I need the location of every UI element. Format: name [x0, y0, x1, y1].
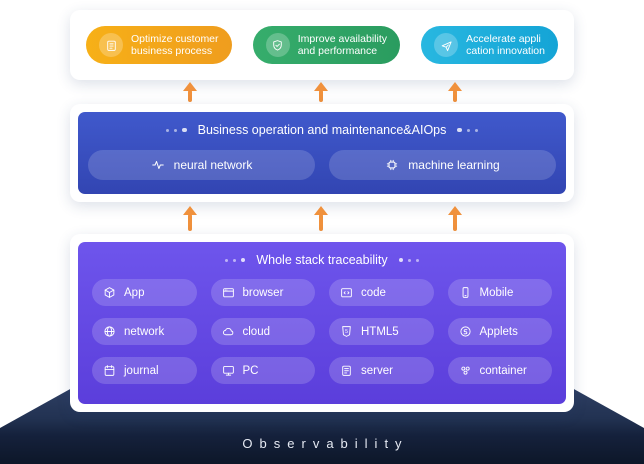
aiops-item-label: neural network: [173, 158, 253, 172]
trace-item-label: container: [479, 364, 527, 377]
up-arrow-icon: [314, 206, 328, 232]
up-arrow-icon: [183, 206, 197, 232]
trace-item-app: App: [92, 279, 197, 306]
up-arrow-icon: [183, 82, 197, 103]
browser-icon: [222, 286, 235, 299]
network-globe-icon: [103, 325, 116, 338]
up-arrow-icon: [314, 82, 328, 103]
outcomes-card: Optimize customer business process Impro…: [70, 10, 574, 80]
decorative-dots-right: [457, 127, 478, 133]
arrow-row-lower: [0, 206, 644, 232]
outcome-label: Optimize customer business process: [131, 32, 219, 58]
machine-learning-icon: [385, 158, 399, 172]
trace-item-label: cloud: [242, 325, 271, 338]
trace-title-row: Whole stack traceability: [78, 242, 566, 267]
aiops-item-neural-network: neural network: [88, 150, 315, 180]
cloud-icon: [222, 325, 235, 338]
rocket-icon: [434, 33, 459, 57]
trace-item-network: network: [92, 318, 197, 345]
trace-item-browser: browser: [210, 279, 315, 306]
journal-calendar-icon: [103, 364, 116, 377]
pc-monitor-icon: [222, 364, 235, 377]
server-icon: [340, 364, 353, 377]
arrow-row-upper: [0, 82, 644, 103]
decorative-dots-left: [224, 257, 246, 263]
decorative-dots-left: [166, 127, 187, 133]
trace-item-label: browser: [242, 286, 284, 299]
up-arrow-icon: [448, 206, 462, 232]
outcome-pill-optimize: Optimize customer business process: [86, 26, 232, 64]
trace-item-label: App: [124, 286, 145, 299]
trace-item-label: Applets: [479, 325, 518, 338]
trace-item-label: PC: [242, 364, 259, 377]
trace-item-label: code: [361, 286, 386, 299]
trace-item-label: server: [361, 364, 393, 377]
traceability-panel: Whole stack traceability App browser: [78, 242, 566, 404]
outcome-label: Accelerate appli cation innovation: [466, 32, 545, 58]
aiops-panel: Business operation and maintenance&AIOps…: [78, 112, 566, 194]
trace-grid: App browser code: [78, 267, 566, 384]
trace-item-journal: journal: [92, 357, 197, 384]
aiops-title: Business operation and maintenance&AIOps: [197, 123, 447, 137]
trace-item-code: code: [329, 279, 434, 306]
outcome-pill-availability: Improve availability and performance: [252, 26, 400, 64]
trace-item-server: server: [329, 357, 434, 384]
outcome-label: Improve availability and performance: [297, 32, 387, 58]
applets-icon: [459, 325, 472, 338]
html5-badge-icon: 5: [340, 325, 353, 338]
trace-item-cloud: cloud: [210, 318, 315, 345]
decorative-dots-right: [398, 257, 420, 263]
aiops-card: Business operation and maintenance&AIOps…: [70, 104, 574, 202]
trace-item-label: Mobile: [479, 286, 514, 299]
trace-item-label: network: [124, 325, 165, 338]
trace-item-mobile: Mobile: [447, 279, 552, 306]
svg-text:5: 5: [345, 329, 348, 335]
code-icon: [340, 286, 353, 299]
process-icon: [99, 33, 123, 57]
app-cube-icon: [103, 286, 116, 299]
up-arrow-icon: [448, 82, 462, 103]
trace-item-label: HTML5: [361, 325, 399, 338]
mobile-icon: [459, 286, 472, 299]
aiops-title-row: Business operation and maintenance&AIOps: [78, 112, 566, 137]
traceability-card: Whole stack traceability App browser: [70, 234, 574, 412]
trace-item-pc: PC: [210, 357, 315, 384]
aiops-item-machine-learning: machine learning: [329, 150, 556, 180]
outcome-pill-innovation: Accelerate appli cation innovation: [421, 26, 558, 64]
trace-item-applets: Applets: [447, 318, 552, 345]
aiops-item-label: machine learning: [408, 158, 500, 172]
aiops-pill-row: neural network machine learning: [78, 137, 566, 180]
trace-item-container: container: [447, 357, 552, 384]
trace-item-html5: 5 HTML5: [329, 318, 434, 345]
neural-network-icon: [151, 158, 165, 172]
shield-icon: [265, 33, 290, 57]
trace-title: Whole stack traceability: [256, 253, 388, 267]
trace-item-label: journal: [124, 364, 159, 377]
container-icon: [459, 364, 472, 377]
platform-label: Observability: [242, 436, 409, 451]
